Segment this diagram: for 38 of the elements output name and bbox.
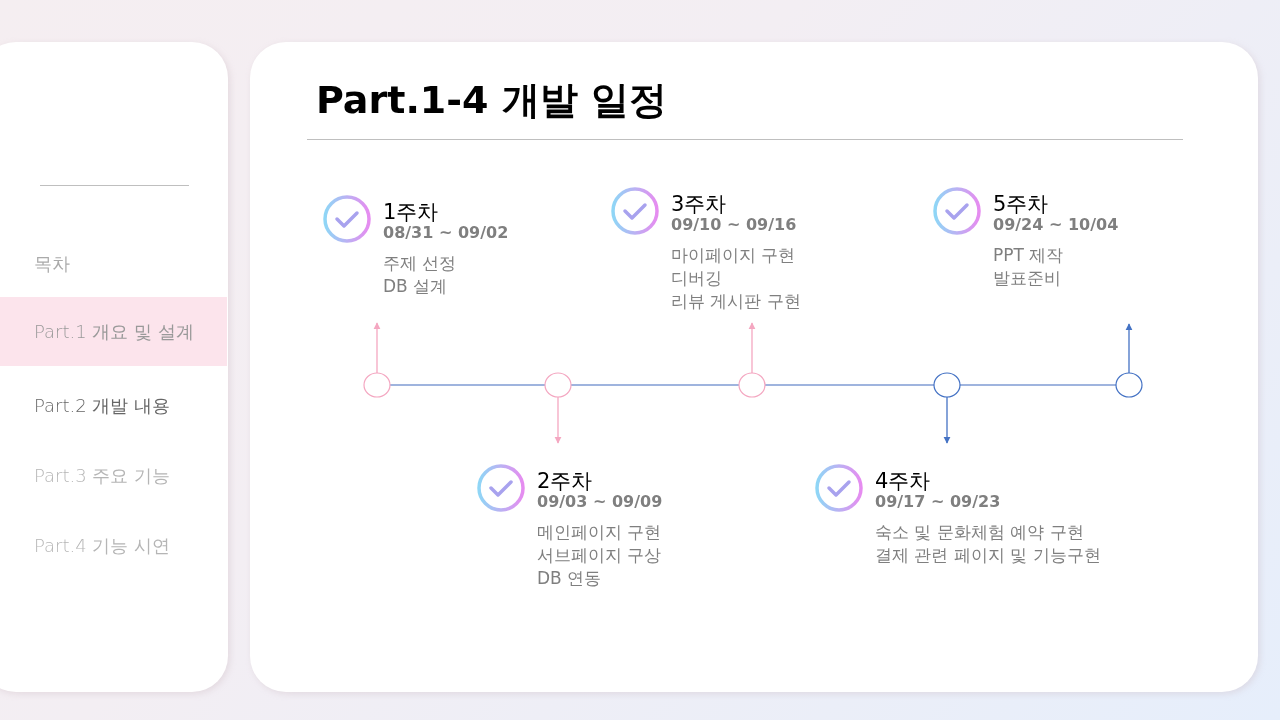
date-range: 09/17 ~ 09/23 bbox=[875, 492, 1001, 512]
slide-title: Part.1-4 개발 일정 bbox=[316, 77, 667, 124]
week-heading: 5주차 bbox=[993, 192, 1049, 216]
timeline-marker bbox=[1115, 372, 1143, 398]
arrow bbox=[1125, 323, 1133, 374]
task-text: DB 설계 bbox=[383, 275, 448, 298]
date-range: 09/03 ~ 09/09 bbox=[537, 492, 663, 512]
date-range: 09/10 ~ 09/16 bbox=[671, 215, 797, 235]
arrow bbox=[554, 396, 562, 444]
task-text: 리뷰 게시판 구현 bbox=[671, 290, 801, 313]
timeline-marker bbox=[544, 372, 572, 398]
arrow bbox=[943, 396, 951, 444]
task-text: 결제 관련 페이지 및 기능구현 bbox=[875, 544, 1101, 567]
task-text: 주제 선정 bbox=[383, 252, 457, 275]
highlighted-menu-item: Part.1 개요 및 설계 bbox=[0, 297, 227, 366]
task-text: 숙소 및 문화체험 예약 구현 bbox=[875, 521, 1084, 544]
date-range: 09/24 ~ 10/04 bbox=[993, 215, 1119, 235]
task-text: 메인페이지 구현 bbox=[537, 521, 662, 544]
arrow bbox=[373, 322, 381, 374]
task-text: PPT 제작 bbox=[993, 244, 1064, 267]
task-text: DB 연동 bbox=[537, 567, 602, 590]
timeline-marker bbox=[738, 372, 766, 398]
menu-item: Part.3 주요 기능 bbox=[34, 464, 171, 488]
task-text: 서브페이지 구상 bbox=[537, 544, 662, 567]
task-text: 디버깅 bbox=[671, 267, 722, 290]
menu-item: 목차 bbox=[34, 252, 70, 276]
timeline-marker bbox=[363, 372, 391, 398]
menu-item: Part.2 개발 내용 bbox=[34, 394, 171, 418]
task-text: 마이페이지 구현 bbox=[671, 244, 796, 267]
task-text: 발표준비 bbox=[993, 267, 1061, 290]
date-range: 08/31 ~ 09/02 bbox=[383, 223, 509, 243]
week-heading: 2주차 bbox=[537, 469, 593, 493]
week-heading: 4주차 bbox=[875, 469, 931, 493]
week-heading: 3주차 bbox=[671, 192, 727, 216]
menu-item: Part.4 기능 시연 bbox=[34, 534, 171, 558]
arrow bbox=[748, 322, 756, 374]
timeline-marker bbox=[933, 372, 961, 398]
week-heading: 1주차 bbox=[383, 200, 439, 224]
